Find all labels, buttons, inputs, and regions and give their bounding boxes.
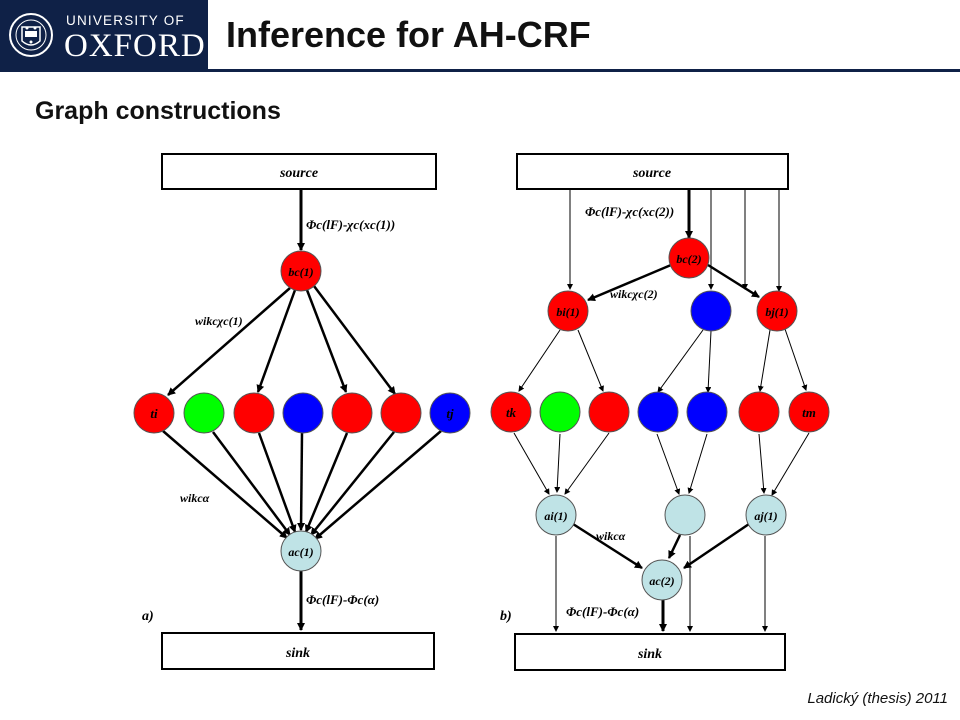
leaf-green-a	[183, 392, 225, 434]
leaf-tj	[429, 392, 471, 434]
logo-university-text: UNIVERSITY OF	[66, 13, 185, 28]
sink-label-b: sink	[637, 647, 662, 662]
edge-label-w-lower-a: wikcα	[180, 491, 210, 505]
panel-a: source sink bc(1) ti tj	[133, 153, 471, 670]
leaf-tk	[490, 391, 532, 433]
leaf-green-b	[539, 391, 581, 433]
panel-b: source sink	[490, 153, 830, 671]
leaf-blue-b-2	[686, 391, 728, 433]
node-ai1-label: ai(1)	[544, 509, 567, 523]
edge-label-bottom-a: Φc(lF)-Φc(α)	[306, 592, 379, 607]
source-label-b: source	[632, 166, 671, 181]
sink-box-a	[161, 632, 435, 670]
leaf-tm	[788, 391, 830, 433]
leaf-tj-label: tj	[446, 406, 454, 421]
leaf-red-a-4	[380, 392, 422, 434]
oxford-logo: UNIVERSITY OF OXFORD	[0, 0, 208, 72]
leaf-red-a-3	[331, 392, 373, 434]
node-bj1	[756, 290, 798, 332]
slide-title: Inference for AH-CRF	[226, 14, 591, 55]
leaf-blue-b-1	[637, 391, 679, 433]
edge-label-w-lower-b: wikcα	[596, 529, 626, 543]
edge-label-w-upper-b: wikcχc(2)	[610, 287, 658, 301]
node-bi1-label: bi(1)	[556, 305, 579, 319]
oxford-crest-icon	[9, 13, 53, 57]
source-label-a: source	[279, 166, 318, 181]
citation: Ladický (thesis) 2011	[807, 690, 948, 707]
node-ac1-label: ac(1)	[288, 545, 313, 559]
edge-label-bottom-b: Φc(lF)-Φc(α)	[566, 604, 639, 619]
panel-label-b: b)	[500, 609, 512, 624]
leaf-red-b-2	[588, 391, 630, 433]
edges-b	[513, 189, 810, 632]
node-ac2	[641, 559, 683, 601]
node-bc2	[668, 237, 710, 279]
title-rule	[208, 69, 960, 72]
edge-label-top-b: Φc(lF)-χc(xc(2))	[585, 204, 674, 219]
node-ac2-label: ac(2)	[649, 574, 674, 588]
leaf-red-a-2	[233, 392, 275, 434]
source-box-a	[161, 153, 437, 190]
node-bc1-label: bc(1)	[288, 265, 313, 279]
node-b-blue	[690, 290, 732, 332]
node-aj1-label: aj(1)	[754, 509, 777, 523]
panel-label-a: a)	[142, 609, 154, 624]
node-ai1	[535, 494, 577, 536]
edges-a	[162, 189, 442, 631]
source-box-b	[516, 153, 789, 190]
node-bj1-label: bj(1)	[765, 305, 788, 319]
node-bi1	[547, 290, 589, 332]
leaf-red-b-3	[738, 391, 780, 433]
node-a-mid	[664, 494, 706, 536]
leaf-ti	[133, 392, 175, 434]
node-ac1	[280, 530, 322, 572]
node-bc2-label: bc(2)	[676, 252, 701, 266]
sink-box-b	[514, 633, 786, 671]
leaf-blue-a-1	[282, 392, 324, 434]
logo-oxford-text: OXFORD	[64, 28, 206, 64]
sink-label-a: sink	[285, 646, 310, 661]
edge-label-top-a: Φc(lF)-χc(xc(1))	[306, 217, 395, 232]
leaf-tk-label: tk	[506, 405, 517, 420]
leaf-ti-label: ti	[150, 406, 158, 421]
leaf-tm-label: tm	[802, 405, 816, 420]
node-bc1	[280, 250, 322, 292]
node-aj1	[745, 494, 787, 536]
slide-subtitle: Graph constructions	[35, 97, 281, 125]
edge-label-w-upper-a: wikcχc(1)	[195, 314, 243, 328]
